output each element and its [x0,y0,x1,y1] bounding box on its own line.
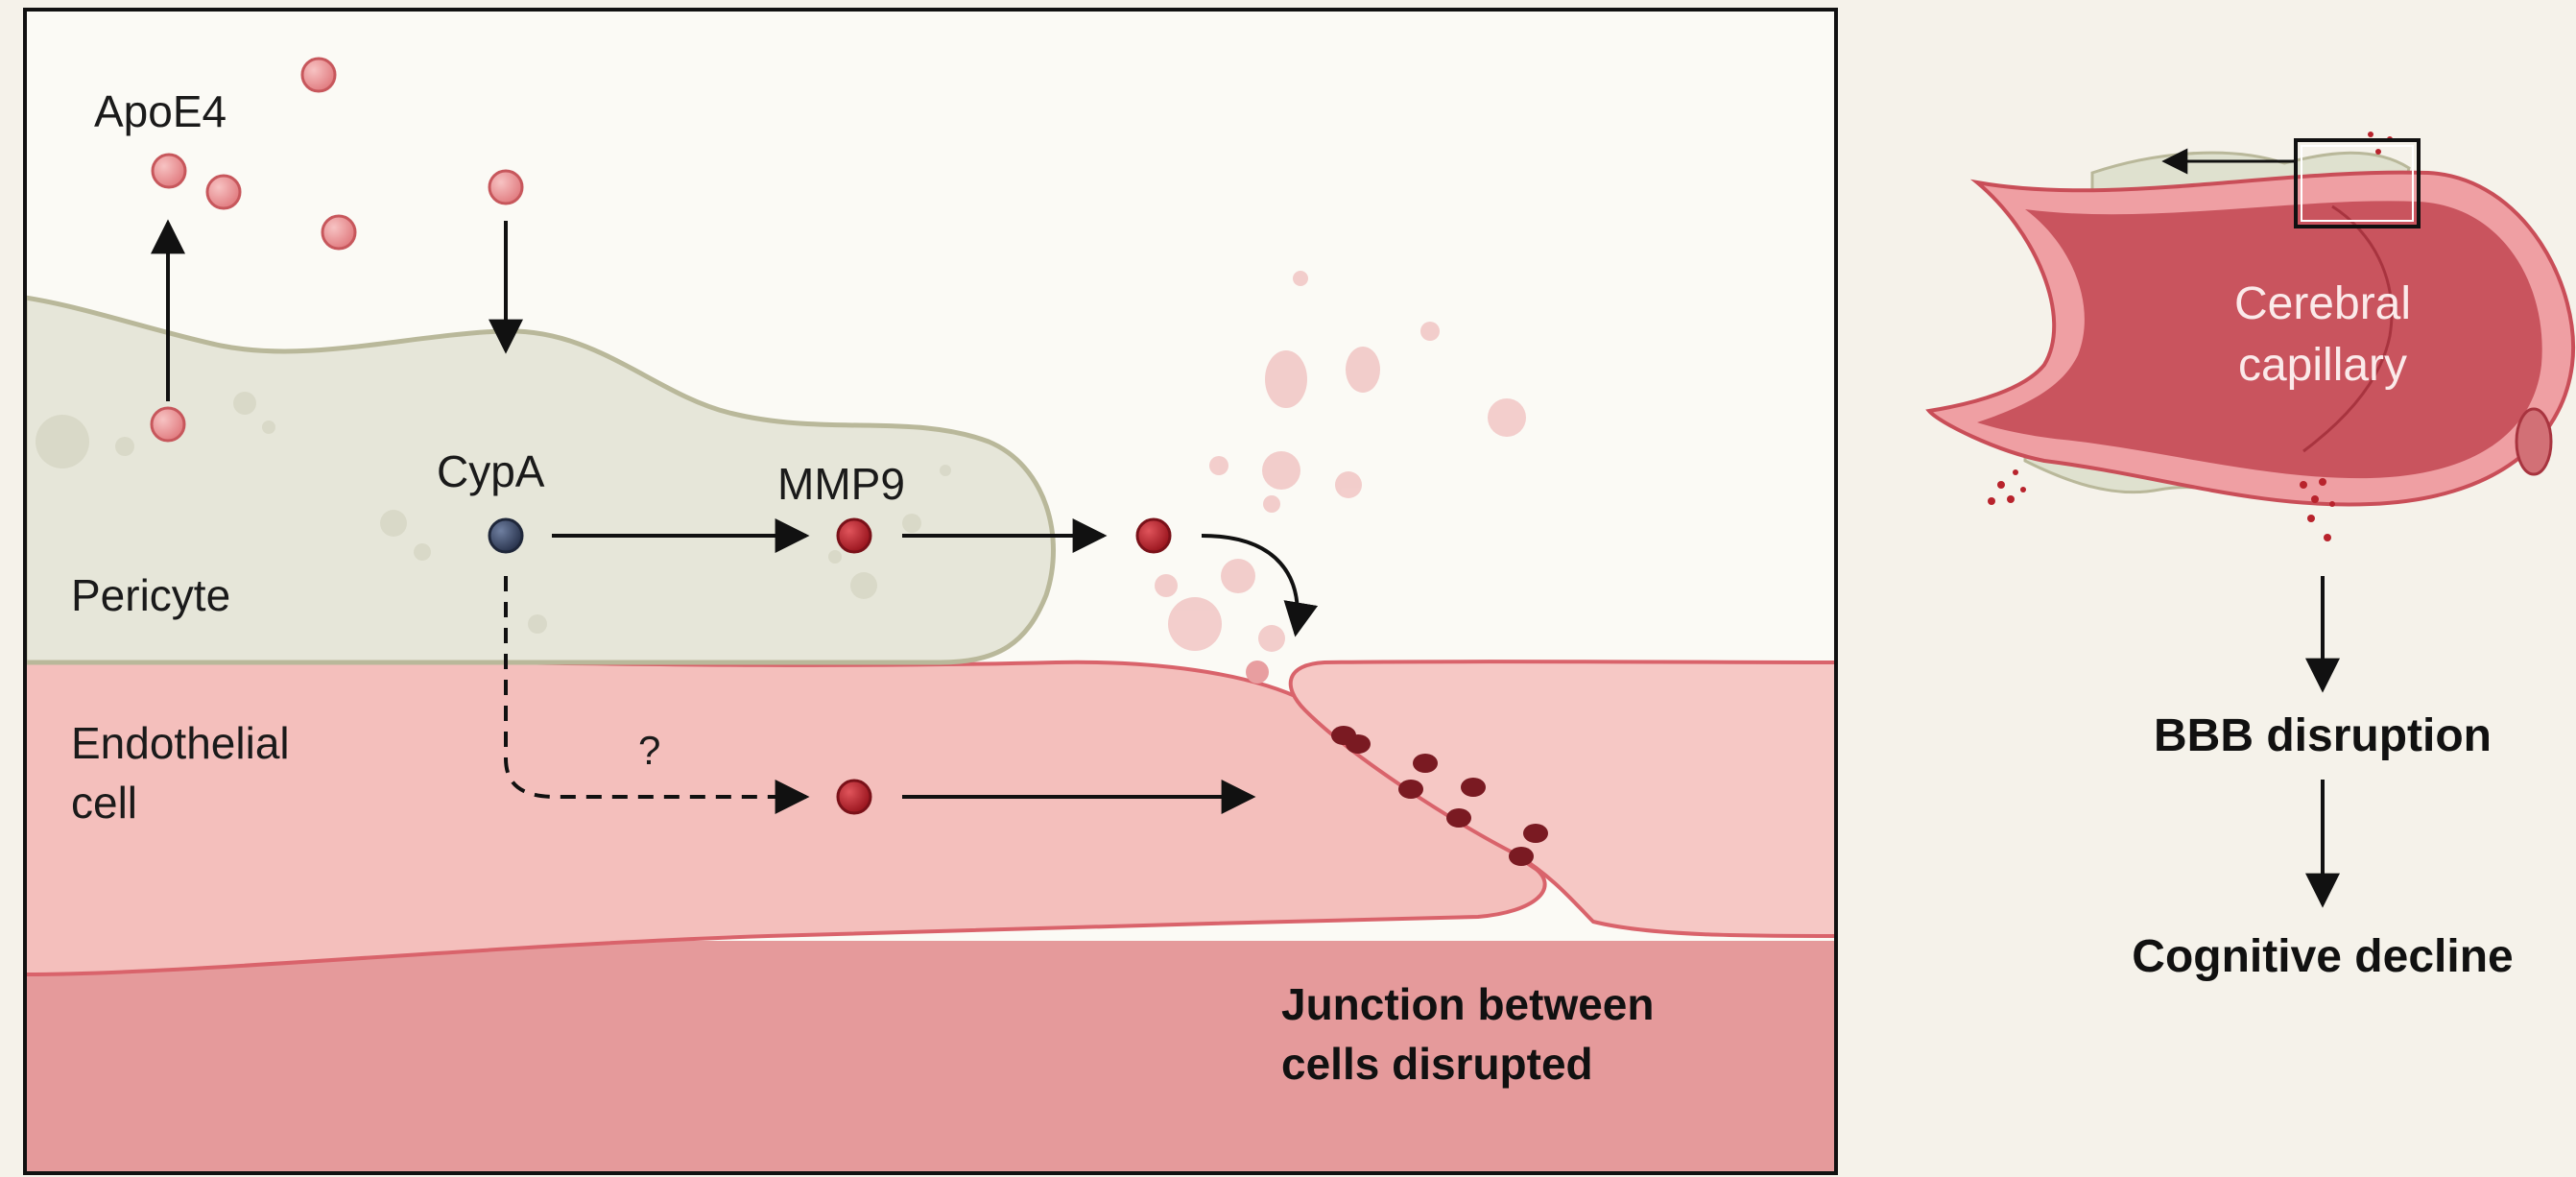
capillary-overview: Cerebral capillary BBB disruption Cognit… [1925,132,2576,982]
tight-junction-marks [1331,726,1548,866]
apoe4-particles [150,57,524,443]
capillary-leakage-dots [1988,132,2393,541]
arrow-mmp9-to-junction [1201,534,1319,637]
endothelial-nucleus [2515,407,2553,476]
mmp9-particle-endothelial [836,779,872,815]
unknown-pathway-label: ? [638,728,660,773]
mmp9-particle-released [1135,517,1172,554]
capillary-label-line2: capillary [2238,340,2407,391]
mmp9-label: MMP9 [777,459,905,509]
junction-label-line1: Junction between [1281,979,1654,1029]
capillary-lumen [1977,201,2542,479]
endothelial-label-line2: cell [71,778,137,828]
zoom-region-box [2294,138,2421,228]
junction-label-line2: cells disrupted [1281,1039,1593,1089]
endothelial-label-line1: Endothelial [71,718,290,768]
pericyte-texture [36,392,951,634]
cypa-particle [488,517,524,554]
bbb-disruption-label: BBB disruption [2154,710,2492,761]
neighbor-endothelial-cell [1288,660,1836,938]
released-particle [1246,661,1269,684]
cognitive-decline-label: Cognitive decline [2132,931,2513,982]
mmp9-particle-pericyte [836,517,872,554]
basement-tissue [25,941,1836,1173]
capillary-label-line1: Cerebral [2234,278,2411,329]
capillary-seam [2302,204,2394,453]
released-fragments [1155,271,1526,652]
panel-border [23,8,1838,1175]
arrow-cypa-to-endothelium-dashed [504,576,810,814]
detail-panel: ApoE4 CypA MMP9 ? Pericyte Endothelial c… [23,8,1838,1175]
cypa-label: CypA [437,446,545,496]
zoom-region-highlight [2301,145,2414,222]
pericyte-cell [25,295,1056,665]
apoe4-label: ApoE4 [94,86,227,136]
pericyte-label: Pericyte [71,570,230,620]
